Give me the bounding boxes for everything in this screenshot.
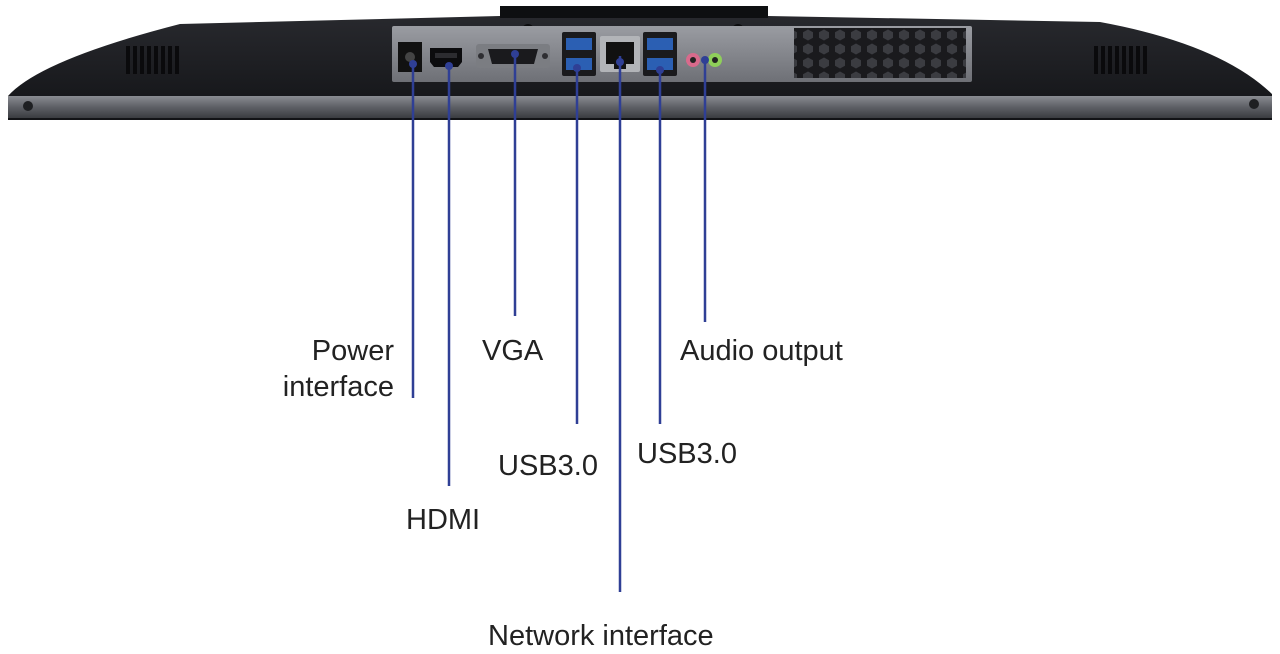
audio-jack-icon: [686, 53, 722, 67]
vent-right: [1094, 46, 1147, 74]
label-audio-output: Audio output: [680, 335, 843, 367]
usb3-double-port-icon: [643, 32, 677, 76]
vent-left: [126, 46, 179, 74]
label-usb-left: USB3.0: [498, 450, 598, 482]
label-usb-right: USB3.0: [637, 438, 737, 470]
top-hinge-block: [500, 6, 768, 18]
hdmi-port-icon: [430, 48, 462, 67]
screw-right: [1249, 99, 1259, 109]
label-network-interface: Network interface: [488, 620, 714, 652]
label-power-interface: Power interface: [282, 335, 394, 403]
label-hdmi: HDMI: [406, 504, 481, 536]
dc-power-jack-icon: [398, 42, 422, 72]
label-vga: VGA: [482, 335, 544, 367]
hex-vent: [794, 28, 966, 78]
front-bezel-strip: [8, 96, 1272, 118]
usb3-double-port-icon: [562, 32, 596, 76]
screw-left: [23, 101, 33, 111]
